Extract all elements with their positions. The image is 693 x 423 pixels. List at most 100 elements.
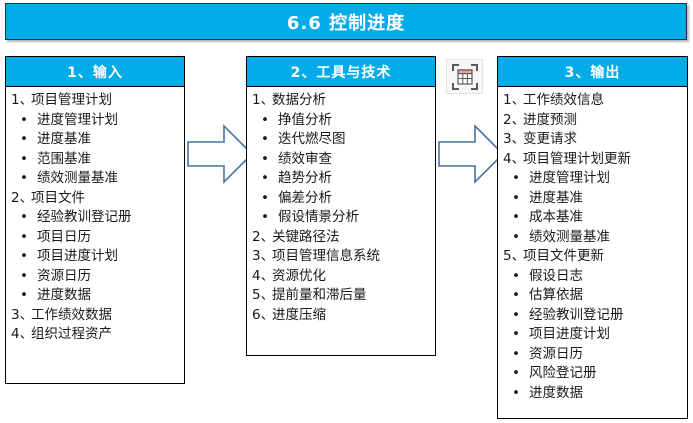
list-item-label: 进度预测 bbox=[523, 111, 577, 128]
list-item: •进度基准 bbox=[11, 130, 182, 150]
bullet-marker: • bbox=[20, 228, 28, 245]
number-marker: 2、 bbox=[503, 111, 526, 128]
list-item-label: 变更请求 bbox=[523, 131, 577, 147]
list-item: •进度管理计划 bbox=[11, 111, 182, 131]
table-crop-icon[interactable] bbox=[446, 59, 483, 94]
list-item: 5、项目文件更新 bbox=[503, 247, 685, 267]
list-item-label: 组织过程资产 bbox=[31, 326, 112, 342]
list-item: •资源日历 bbox=[503, 345, 685, 365]
list-item-label: 风险登记册 bbox=[529, 365, 597, 381]
bullet-marker: • bbox=[261, 170, 269, 186]
list-item: •经验教训登记册 bbox=[11, 208, 182, 228]
list-item: 2、进度预测 bbox=[503, 111, 685, 131]
list-item-label: 进度基准 bbox=[529, 189, 583, 206]
list-item: 4、项目管理计划更新 bbox=[503, 150, 685, 170]
bullet-marker: • bbox=[512, 306, 520, 323]
bullet-marker: • bbox=[512, 326, 520, 342]
column-tools-header-text: 2、工具与技术 bbox=[290, 64, 392, 81]
list-item: • 偏差分析 bbox=[252, 189, 433, 209]
list-item: 1、数据分析 bbox=[252, 91, 433, 111]
list-item-label: 绩效审查 bbox=[278, 150, 332, 167]
column-input-header-text: 1、输入 bbox=[67, 64, 123, 81]
bullet-marker: • bbox=[20, 150, 28, 167]
list-item: •假设日志 bbox=[503, 267, 685, 287]
list-item: •绩效审查 bbox=[252, 150, 433, 170]
list-item-label: 进度管理计划 bbox=[529, 170, 610, 186]
section-title-banner: 6.6 控制进度 bbox=[5, 3, 687, 40]
list-item: 3、变更请求 bbox=[503, 130, 685, 150]
bullet-marker: • bbox=[261, 111, 269, 128]
list-item: • 挣值分析 bbox=[252, 111, 433, 131]
list-item-label: 进度数据 bbox=[529, 384, 583, 401]
list-item-label: 工作绩效信息 bbox=[523, 92, 604, 108]
list-item: •经验教训登记册 bbox=[503, 306, 685, 326]
list-item-label: 提前量和滞后量 bbox=[272, 287, 367, 303]
list-item: • 绩效测量基准 bbox=[11, 169, 182, 189]
bullet-marker: • bbox=[512, 267, 520, 284]
number-marker: 4、 bbox=[503, 150, 526, 167]
list-item: •绩效测量基准 bbox=[503, 228, 685, 248]
bullet-marker: • bbox=[20, 287, 28, 303]
list-item-label: 偏差分析 bbox=[278, 189, 332, 206]
number-marker: 3、 bbox=[252, 248, 275, 264]
list-item-label: 项目日历 bbox=[37, 228, 91, 245]
list-item: • 假设情景分析 bbox=[252, 208, 433, 228]
number-marker: 3、 bbox=[11, 306, 34, 323]
number-marker: 1、 bbox=[11, 92, 34, 108]
list-item: 1、项目管理计划 bbox=[11, 91, 182, 111]
list-item: 1、工作绩效信息 bbox=[503, 91, 685, 111]
list-item: 3、工作绩效数据 bbox=[11, 306, 182, 326]
number-marker: 6、 bbox=[252, 306, 275, 323]
list-item: •迭代燃尽图 bbox=[252, 130, 433, 150]
list-item-label: 假设情景分析 bbox=[278, 209, 359, 225]
number-marker: 1、 bbox=[252, 92, 275, 108]
list-item: 4、资源优化 bbox=[252, 267, 433, 287]
list-item-label: 绩效测量基准 bbox=[529, 228, 610, 245]
list-item-label: 关键路径法 bbox=[272, 228, 340, 245]
list-item: •进度数据 bbox=[503, 384, 685, 404]
column-output-header-text: 3、输出 bbox=[564, 64, 621, 81]
list-item: • 项目进度计划 bbox=[503, 325, 685, 345]
list-item: • 进度基准 bbox=[503, 189, 685, 209]
number-marker: 3、 bbox=[503, 131, 526, 147]
list-item: •资源日历 bbox=[11, 267, 182, 287]
list-item-label: 进度基准 bbox=[37, 131, 91, 147]
number-marker: 2、 bbox=[11, 189, 34, 206]
column-tools-header: 2、工具与技术 bbox=[247, 57, 435, 87]
list-item-label: 项目进度计划 bbox=[529, 326, 610, 342]
list-item: 5、提前量和滞后量 bbox=[252, 286, 433, 306]
number-marker: 2、 bbox=[252, 228, 275, 245]
arrow-input-to-tools bbox=[187, 124, 254, 184]
bullet-marker: • bbox=[512, 189, 520, 206]
list-item-label: 趋势分析 bbox=[278, 170, 332, 186]
list-item-label: 进度管理计划 bbox=[37, 111, 118, 128]
bullet-marker: • bbox=[20, 170, 28, 186]
number-marker: 1、 bbox=[503, 92, 526, 108]
bullet-marker: • bbox=[512, 345, 520, 362]
bullet-marker: • bbox=[261, 209, 269, 225]
list-item: 2、关键路径法 bbox=[252, 228, 433, 248]
list-item-label: 经验教训登记册 bbox=[37, 209, 132, 225]
list-item-label: 项目管理计划更新 bbox=[523, 150, 631, 167]
list-item-label: 绩效测量基准 bbox=[37, 170, 118, 186]
bullet-marker: • bbox=[261, 131, 269, 147]
list-item-label: 挣值分析 bbox=[278, 111, 332, 128]
bullet-marker: • bbox=[512, 209, 520, 225]
list-item-label: 成本基准 bbox=[529, 209, 583, 225]
column-input-header: 1、输入 bbox=[6, 57, 184, 87]
list-item-label: 范围基准 bbox=[37, 150, 91, 167]
section-title-text: 6.6 控制进度 bbox=[286, 12, 406, 34]
bullet-marker: • bbox=[261, 189, 269, 206]
list-item-label: 项目管理信息系统 bbox=[272, 248, 380, 264]
list-item: • 趋势分析 bbox=[252, 169, 433, 189]
column-tools: 2、工具与技术 1、数据分析•挣值分析•迭代燃尽图•绩效审查•趋势分析•偏差分析… bbox=[246, 56, 436, 356]
list-item: • 项目日历 bbox=[11, 228, 182, 248]
list-item-label: 进度数据 bbox=[37, 287, 91, 303]
list-item-label: 项目管理计划 bbox=[31, 92, 112, 108]
list-item-label: 工作绩效数据 bbox=[31, 306, 112, 323]
list-item-label: 项目进度计划 bbox=[37, 248, 118, 264]
